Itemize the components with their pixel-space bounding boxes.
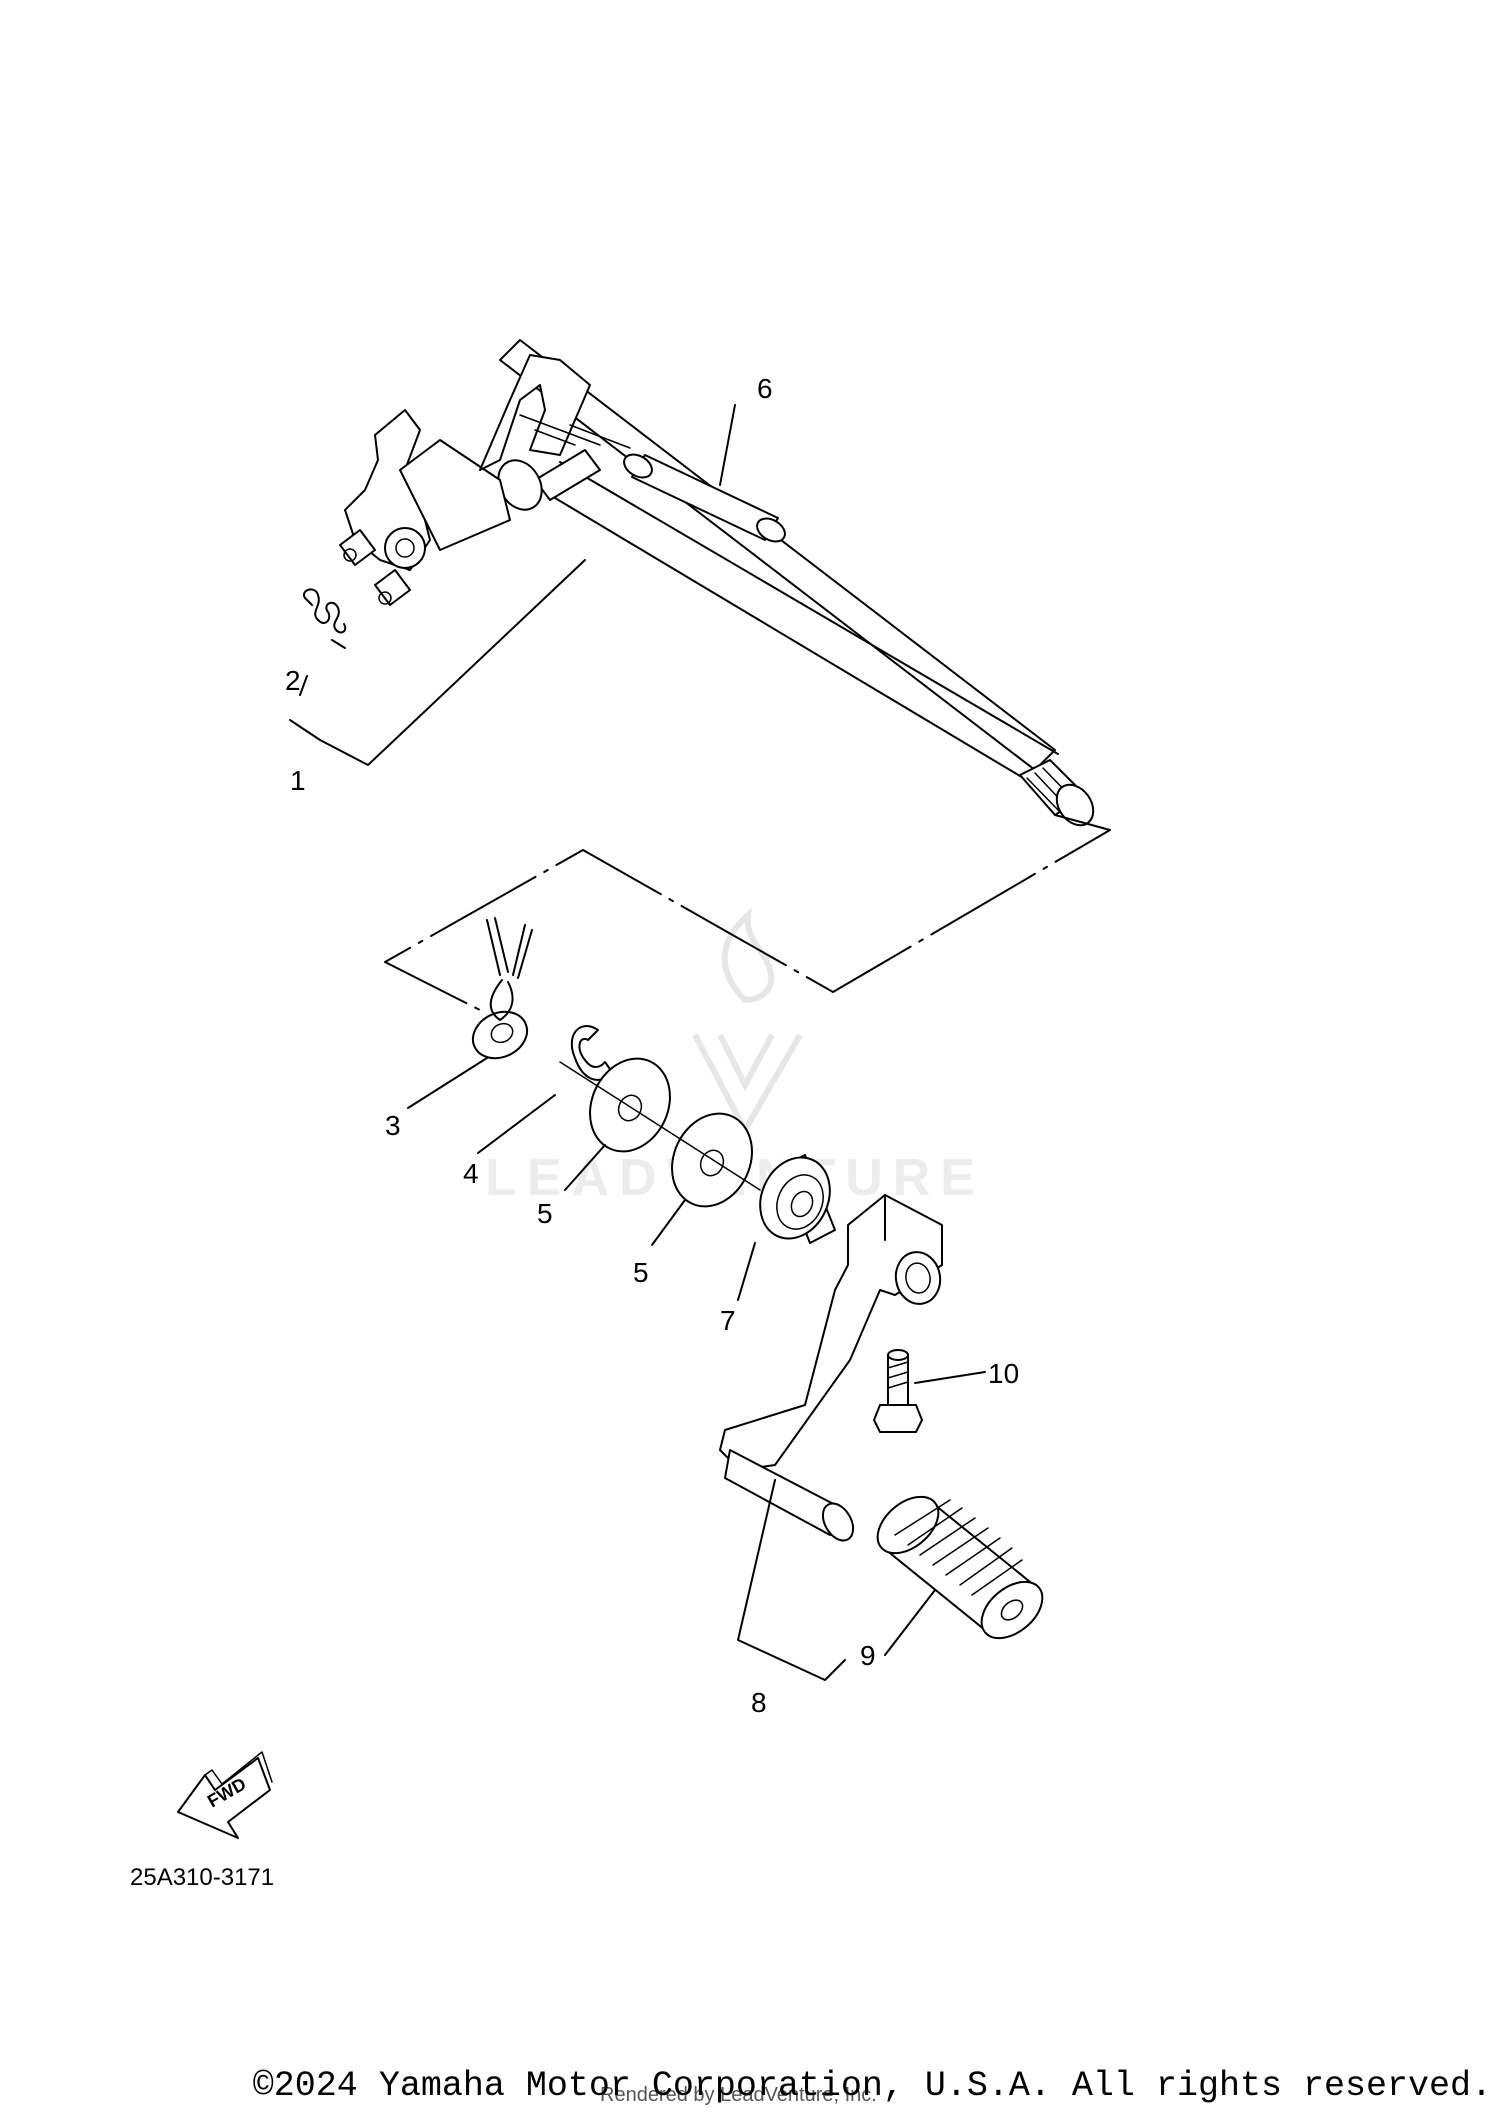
shift-pedal — [719, 1194, 943, 1681]
collar — [737, 1154, 836, 1301]
callout-2: 2 — [285, 665, 301, 696]
callout-6: 6 — [757, 373, 773, 404]
callout-7: 7 — [720, 1305, 736, 1336]
callout-4: 4 — [463, 1158, 479, 1189]
plain-washer — [559, 1057, 761, 1246]
torsion-spring — [299, 588, 347, 696]
callout-1: 1 — [290, 765, 306, 796]
callout-9: 9 — [860, 1640, 876, 1671]
dowel-pin — [569, 404, 786, 543]
callout-5b: 5 — [633, 1257, 649, 1288]
copyright-notice: ©2024 Yamaha Motor Corporation, U.S.A. A… — [252, 2066, 1492, 2106]
drawing-code: 25A310-3171 — [130, 1864, 274, 1891]
callout-8: 8 — [751, 1687, 767, 1718]
pinch-bolt — [873, 1349, 986, 1433]
pedal-rubber — [876, 1495, 1044, 1656]
callout-3: 3 — [385, 1110, 401, 1141]
callout-5a: 5 — [537, 1198, 553, 1229]
cotter-pin — [407, 917, 533, 1109]
fwd-arrow-icon: FWD — [177, 1751, 273, 1839]
rendered-by-note: Rendered by LeadVenture, Inc. — [600, 2084, 877, 2106]
shift-shaft-assembly — [289, 339, 1095, 827]
callout-10: 10 — [988, 1358, 1019, 1389]
